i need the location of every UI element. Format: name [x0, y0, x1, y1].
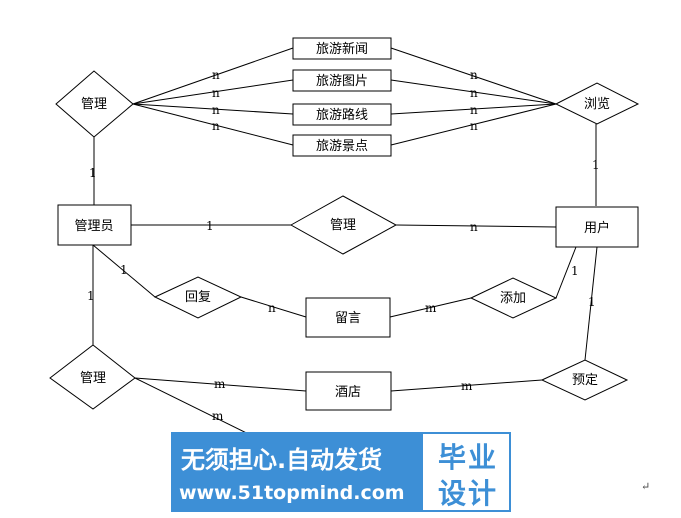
relation-browse-label: 浏览	[584, 96, 610, 112]
edge-routes-browse	[390, 103, 557, 115]
edge-manage-bottom-hotel	[134, 377, 307, 392]
relation-reserve: 预定	[540, 359, 629, 401]
relation-manage-middle: 管理	[289, 195, 398, 255]
edge-spots-browse	[390, 103, 557, 146]
edge-admin-reply	[92, 244, 156, 298]
card-admin-manage-mid: 1	[206, 219, 214, 233]
entity-routes: 旅游路线	[292, 103, 392, 126]
card-admin-reply: 1	[120, 263, 128, 277]
edge-add-user	[555, 246, 577, 299]
entity-message-label: 留言	[335, 311, 361, 326]
card-routes-browse: n	[470, 103, 478, 117]
watermark-right-panel: 毕业 设计	[423, 434, 509, 510]
relation-manage-bottom: 管理	[49, 344, 136, 410]
edge-manage-news	[132, 47, 294, 105]
entity-news: 旅游新闻	[292, 37, 392, 60]
entity-hotel-label: 酒店	[335, 385, 361, 400]
edge-manage-spots	[132, 103, 294, 146]
entity-admin-label: 管理员	[74, 219, 113, 234]
entity-message: 留言	[305, 297, 391, 338]
card-pictures-browse: n	[470, 86, 478, 100]
watermark-right-line1: 毕业	[437, 441, 498, 474]
card-reply-message: n	[268, 301, 276, 315]
edge-manage-routes	[132, 103, 294, 115]
card-manage-bottom-lower: m	[212, 409, 224, 423]
relation-manage-top-label: 管理	[81, 97, 107, 112]
card-add-user: 1	[571, 264, 579, 278]
entity-spots: 旅游景点	[292, 134, 392, 157]
watermark-slogan: 无须担心.自动发货	[181, 446, 383, 474]
relation-add-label: 添加	[500, 291, 526, 306]
entity-news-label: 旅游新闻	[316, 41, 368, 57]
card-news-browse: n	[470, 68, 478, 82]
card-manage-mid-user: n	[470, 220, 478, 234]
edge-pictures-browse	[390, 79, 557, 105]
relation-add: 添加	[469, 277, 558, 319]
card-spots-browse: n	[470, 119, 478, 133]
card-admin-manage-bottom: 1	[87, 289, 95, 303]
entity-spots-label: 旅游景点	[316, 139, 368, 154]
paragraph-mark: ↵	[641, 480, 650, 493]
edge-manage-mid-user	[395, 224, 557, 228]
card-message-add: m	[425, 301, 437, 315]
entity-pictures-label: 旅游图片	[316, 74, 368, 89]
relation-reply: 回复	[153, 276, 243, 319]
card-manage-spots: n	[212, 119, 220, 133]
watermark-left-panel: 无须担心.自动发货 www.51topmind.com	[171, 432, 423, 512]
entity-admin: 管理员	[57, 204, 132, 246]
entity-user-label: 用户	[584, 220, 610, 236]
card-manage-admin: 1	[89, 166, 97, 180]
relation-manage-middle-label: 管理	[330, 218, 356, 233]
card-manage-pictures: n	[212, 86, 220, 100]
card-reserve-user: 1	[588, 295, 596, 309]
entity-pictures: 旅游图片	[292, 69, 392, 92]
edge-news-browse	[390, 47, 557, 105]
card-manage-routes: n	[212, 103, 220, 117]
card-manage-bottom-hotel: m	[214, 377, 226, 391]
relation-browse: 浏览	[554, 82, 640, 125]
relation-manage-top: 管理	[55, 70, 134, 138]
edge-hotel-reserve	[390, 379, 543, 392]
edge-manage-pictures	[132, 79, 294, 105]
relation-manage-bottom-label: 管理	[80, 371, 106, 386]
card-browse-user: 1	[592, 158, 600, 172]
edge-reply-message	[240, 296, 307, 318]
watermark-right-line2: 设计	[437, 477, 498, 510]
entity-routes-label: 旅游路线	[316, 107, 368, 123]
card-hotel-reserve: m	[461, 379, 473, 393]
edge-reserve-user	[584, 246, 598, 361]
entity-hotel: 酒店	[305, 371, 392, 411]
entity-user: 用户	[555, 206, 639, 248]
relation-reserve-label: 预定	[572, 373, 598, 388]
watermark-url: www.51topmind.com	[179, 482, 405, 504]
relation-reply-label: 回复	[185, 290, 211, 305]
card-manage-news: n	[212, 68, 220, 82]
watermark-banner: 无须担心.自动发货 www.51topmind.com 毕业 设计	[171, 432, 511, 512]
edge-message-add	[389, 297, 472, 318]
